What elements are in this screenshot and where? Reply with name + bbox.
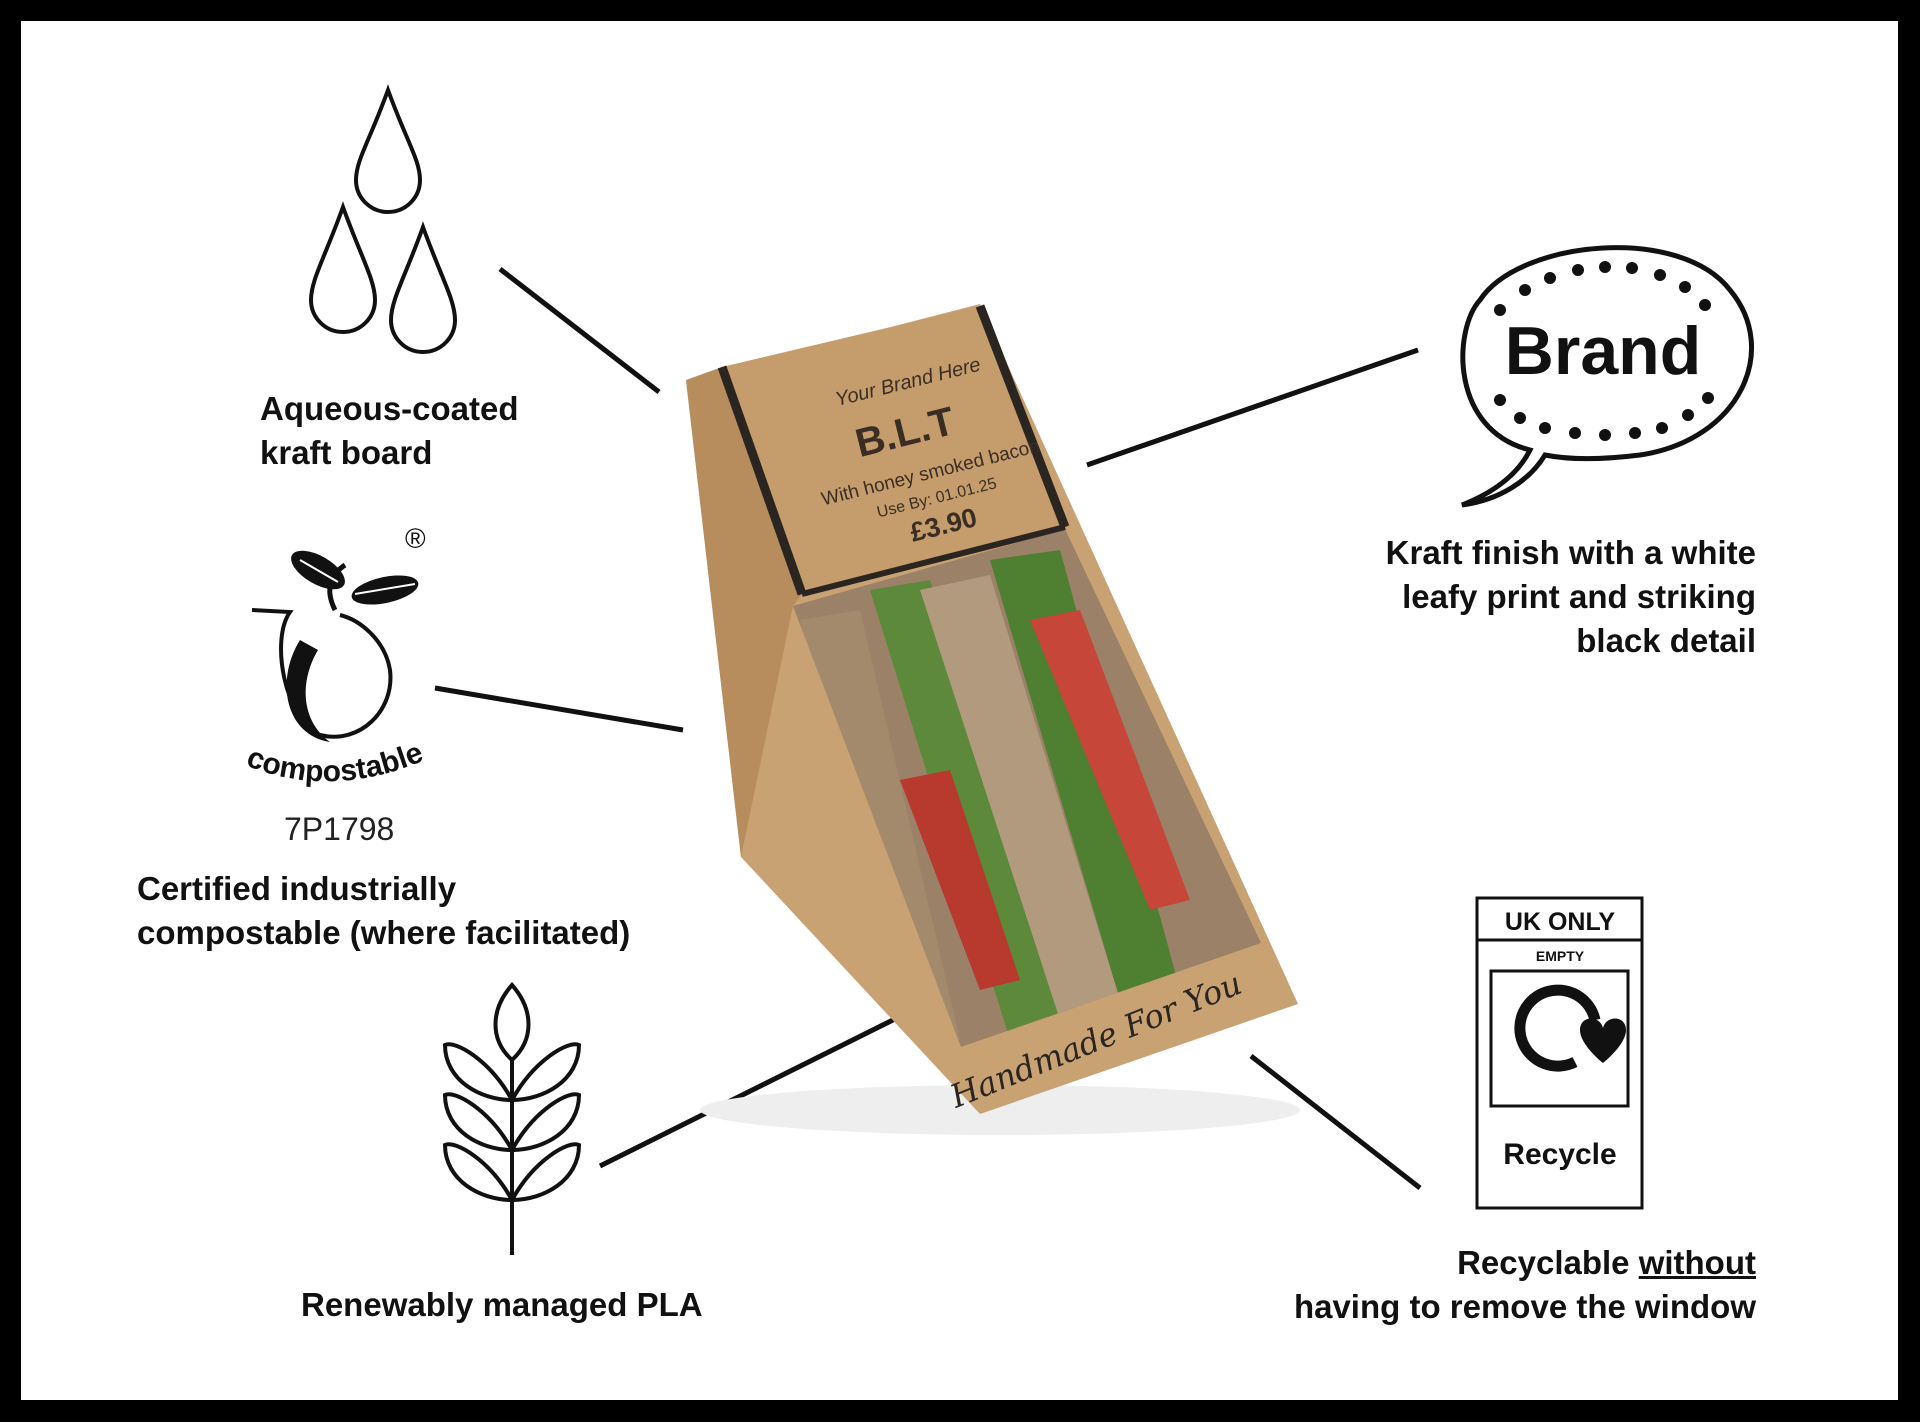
recycle-icon: UK ONLY EMPTY Recycle <box>1475 896 1644 1210</box>
caption-line: Aqueous-coated <box>260 390 519 427</box>
sandwich-pack: Your Brand Here B.L.T With honey smoked … <box>686 304 1300 1135</box>
wheat-icon <box>442 981 582 1255</box>
caption-underlined: without <box>1638 1244 1756 1281</box>
caption-compostable: Certified industrially compostable (wher… <box>137 867 630 955</box>
recycle-box-sub: EMPTY <box>1536 948 1585 964</box>
registered-mark: ® <box>405 523 426 554</box>
graphics-layer: compostable ® Brand UK ONLY EMPTY Recycl… <box>243 84 1755 1255</box>
water-drops-icon <box>308 84 458 354</box>
recycle-box-label: Recycle <box>1503 1138 1616 1171</box>
caption-line: black detail <box>1576 622 1756 659</box>
caption-line: compostable (where facilitated) <box>137 914 631 951</box>
connector-recycle <box>1249 1054 1422 1190</box>
caption-pla: Renewably managed PLA <box>301 1283 703 1327</box>
caption-line: having to remove the window <box>1293 1288 1756 1325</box>
caption-recycle: Recyclable without having to remove the … <box>1294 1241 1756 1329</box>
compostable-code: 7P1798 <box>284 811 395 847</box>
caption-line: leafy print and striking <box>1402 578 1756 615</box>
connector-lines <box>434 267 1422 1190</box>
connector-compostable <box>434 685 684 733</box>
caption-brand: Kraft finish with a white leafy print an… <box>1386 531 1756 663</box>
caption-line: Certified industrially <box>137 870 457 907</box>
caption-text: Recyclable <box>1457 1244 1639 1281</box>
seedling-compostable-icon: compostable ® <box>243 523 428 788</box>
connector-aqueous <box>498 267 661 394</box>
infographic: compostable ® Brand UK ONLY EMPTY Recycl… <box>21 21 1898 1400</box>
speech-bubble-icon: Brand <box>1460 245 1755 508</box>
caption-line: Kraft finish with a white <box>1385 534 1756 571</box>
bubble-text: Brand <box>1505 313 1701 389</box>
caption-line: kraft board <box>260 434 433 471</box>
caption-aqueous: Aqueous-coated kraft board <box>260 387 519 475</box>
caption-line: Renewably managed PLA <box>301 1286 703 1323</box>
recycle-box-header: UK ONLY <box>1505 908 1616 936</box>
connector-brand <box>1086 347 1419 468</box>
compostable-logo-text: compostable <box>243 736 428 789</box>
